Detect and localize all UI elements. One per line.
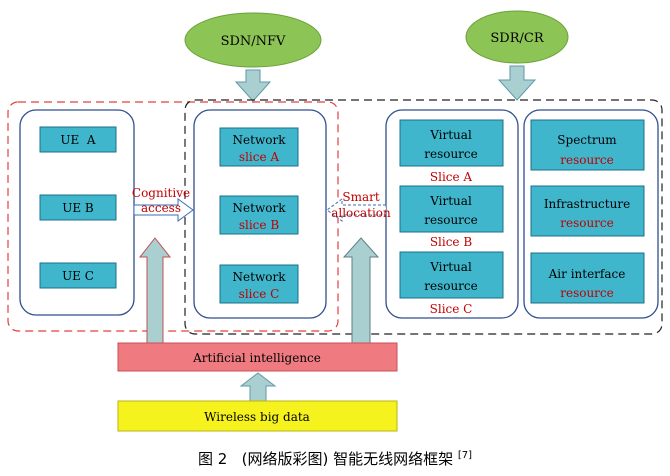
ai-to-ue-up-arrow bbox=[138, 237, 172, 344]
network-slice-b-box bbox=[219, 195, 299, 235]
wireless-big-data-bar bbox=[117, 400, 398, 432]
caption-text: (网络版彩图) 智能无线网络框架 bbox=[241, 450, 454, 468]
virtual-resource-c-slice: Slice C bbox=[430, 302, 473, 316]
network-slice-c-line1: Network bbox=[233, 270, 287, 284]
artificial-intelligence-label: Artificial intelligence bbox=[192, 351, 321, 365]
smart-allocation-arrow bbox=[326, 198, 387, 222]
ai-to-resource-up-arrow bbox=[342, 237, 380, 344]
air-interface-resource-line1: Air interface bbox=[548, 267, 626, 281]
smart-allocation-line2: allocation bbox=[331, 206, 391, 220]
spectrum-resource-line2: resource bbox=[560, 153, 614, 167]
virtual-resource-c-line2: resource bbox=[424, 279, 478, 293]
figure-caption: 图 2 (网络版彩图) 智能无线网络框架 [7] bbox=[0, 448, 670, 469]
network-slice-panel bbox=[193, 109, 327, 319]
sdr-cr-ellipse bbox=[465, 10, 569, 64]
black-dashed-frame bbox=[184, 99, 663, 335]
sdn-nfv-down-arrow bbox=[234, 69, 272, 102]
air-interface-resource-line2: resource bbox=[560, 286, 614, 300]
virtual-resource-b-line2: resource bbox=[424, 213, 478, 227]
ue-a-label: UE A bbox=[60, 133, 96, 147]
cognitive-access-line1: Cognitive bbox=[132, 186, 190, 200]
virtual-resource-a-line2: resource bbox=[424, 147, 478, 161]
air-interface-resource-box bbox=[530, 252, 645, 304]
spectrum-resource-line1: Spectrum bbox=[557, 133, 617, 147]
sdn-nfv-ellipse bbox=[184, 12, 322, 68]
network-slice-b-line1: Network bbox=[233, 201, 287, 215]
caption-figure-number: 图 2 bbox=[197, 450, 228, 468]
ue-b-box bbox=[39, 194, 117, 221]
virtual-resource-a-slice: Slice A bbox=[430, 170, 473, 184]
ue-c-label: UE C bbox=[62, 269, 94, 283]
network-slice-c-line2: slice C bbox=[239, 287, 280, 301]
network-slice-a-line2: slice A bbox=[239, 150, 279, 164]
cognitive-access-arrow bbox=[133, 198, 194, 222]
physical-resource-panel bbox=[523, 109, 659, 319]
artificial-intelligence-bar bbox=[117, 342, 398, 372]
smart-allocation-line1: Smart bbox=[342, 190, 379, 204]
infrastructure-resource-box bbox=[530, 185, 645, 237]
big-data-to-ai-up-arrow bbox=[239, 372, 277, 402]
virtual-resource-b-box bbox=[399, 185, 504, 233]
virtual-resource-b-line1: Virtual bbox=[429, 194, 472, 208]
spectrum-resource-box bbox=[530, 119, 645, 171]
network-slice-b-line2: slice B bbox=[239, 218, 279, 232]
ue-b-label: UE B bbox=[62, 201, 94, 215]
virtual-resource-c-line1: Virtual bbox=[429, 260, 472, 274]
infrastructure-resource-line2: resource bbox=[560, 216, 614, 230]
cognitive-access-line2: access bbox=[141, 201, 181, 215]
sdr-cr-label: SDR/CR bbox=[490, 31, 544, 46]
wireless-big-data-label: Wireless big data bbox=[204, 410, 310, 424]
network-slice-a-box bbox=[219, 127, 299, 167]
ue-c-box bbox=[39, 262, 117, 289]
sdr-cr-down-arrow bbox=[497, 65, 537, 101]
ue-a-box bbox=[39, 126, 117, 153]
virtual-resource-c-box bbox=[399, 251, 504, 299]
network-slice-a-line1: Network bbox=[233, 133, 287, 147]
virtual-resource-a-line1: Virtual bbox=[429, 128, 472, 142]
virtual-resource-a-box bbox=[399, 119, 504, 167]
caption-reference: [7] bbox=[457, 450, 473, 461]
infrastructure-resource-line1: Infrastructure bbox=[544, 197, 630, 211]
network-slice-c-box bbox=[219, 264, 299, 304]
virtual-resource-b-slice: Slice B bbox=[430, 235, 473, 249]
sdn-nfv-label: SDN/NFV bbox=[221, 34, 286, 49]
